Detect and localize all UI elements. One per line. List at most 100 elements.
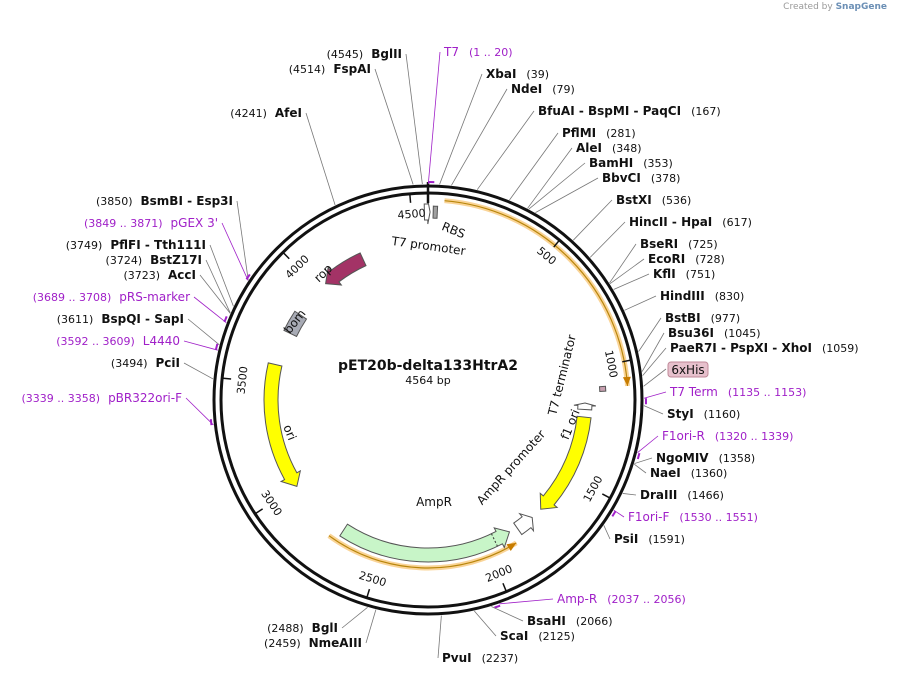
labels-layer: T7(1 .. 20) XbaI(39)NdeI(79) BfuAI - BspMI… [22, 45, 859, 665]
bom-box [283, 310, 308, 338]
his-tag-label: 6xHis [671, 363, 704, 377]
enzyme-label-bbvci[interactable]: BbvCI(378) [602, 171, 680, 185]
t7-terminator-arrow [573, 402, 597, 411]
his-tag-box [598, 385, 607, 393]
bgli-leader [341, 607, 368, 629]
enzyme-label-pvui[interactable]: PvuI(2237) [442, 651, 518, 665]
enzyme-label-bglii[interactable]: (4545)BglII [327, 47, 402, 61]
tick-mark-1500 [601, 493, 610, 499]
enzyme-label-bstxi[interactable]: BstXI(536) [616, 193, 691, 207]
bsu36i-leader [641, 332, 665, 372]
enzyme-label-hindiii[interactable]: HindIII(830) [660, 289, 744, 303]
psii-leader [603, 525, 611, 540]
nmeaiii-leader [365, 609, 377, 644]
snapgene-logo: SnapGene [835, 2, 887, 12]
enzyme-label-hincii-hpai[interactable]: HincII - HpaI(617) [629, 215, 752, 229]
tick-label-1000: 1000 [602, 349, 620, 379]
draiii-leader [622, 493, 637, 496]
afei-leader [305, 112, 336, 206]
ampr-orf-line [328, 535, 517, 569]
his-tag-badge[interactable]: 6xHis [667, 361, 709, 378]
enzyme-label-styi[interactable]: StyI(1160) [667, 407, 740, 421]
ampr-promoter-label: AmpR promoter [474, 427, 548, 507]
enzyme-label-bstbi[interactable]: BstBI(977) [665, 311, 740, 325]
hindiii-leader [624, 295, 657, 311]
enzyme-label-bseri[interactable]: BseRI(725) [640, 237, 718, 251]
enzyme-label-pflfi-tth111i[interactable]: (3749)PflFI - Tth111I [66, 238, 206, 252]
enzyme-label-ecori[interactable]: EcoRI(728) [648, 252, 725, 266]
enzyme-label-pcii[interactable]: (3494)PciI [111, 356, 180, 370]
orf-highlights [327, 198, 631, 571]
primer-label-amp-r[interactable]: Amp-R(2037 .. 2056) [557, 592, 686, 606]
enzyme-label-paer7i-pspxi-xhoi[interactable]: PaeR7I - PspXI - XhoI(1059) [670, 341, 859, 355]
tick-mark-500 [553, 240, 560, 248]
plasmid-length: 4564 bp [405, 374, 450, 387]
tick-mark-2000 [502, 582, 507, 591]
rop-arrow [325, 252, 367, 286]
primer-label-f1ori-r[interactable]: F1ori-R(1320 .. 1339) [662, 429, 793, 443]
hincii-hpai-leader [589, 221, 626, 258]
enzyme-label-bfuai-bspmi-paqci[interactable]: BfuAI - BspMI - PaqCI(167) [538, 104, 721, 118]
bsahi-leader [491, 606, 524, 622]
bstz17i-leader [205, 259, 231, 314]
enzyme-label-alei[interactable]: AleI(348) [576, 141, 642, 155]
enzyme-label-fspai[interactable]: (4514)FspAI [289, 62, 371, 76]
primer-label-t7-term[interactable]: T7 Term(1135 .. 1153) [669, 385, 806, 399]
tick-label-3500: 3500 [235, 366, 251, 395]
tick-mark-4000 [283, 252, 290, 260]
his-tag-leader [643, 368, 667, 387]
enzyme-label-draiii[interactable]: DraIII(1466) [640, 488, 724, 502]
tick-label-2000: 2000 [484, 562, 515, 585]
primer-label-pgex-3[interactable]: (3849 .. 3871)pGEX 3' [84, 216, 218, 230]
alei-leader [527, 147, 573, 209]
enzyme-label-bsmbi-esp3i[interactable]: (3850)BsmBI - Esp3I [96, 194, 233, 208]
rbs-label: RBS [440, 219, 467, 241]
pgex-3-primer-mark [245, 273, 251, 280]
bfuai-bspmi-paqci-leader [476, 110, 535, 190]
enzyme-label-afei[interactable]: (4241)AfeI [230, 106, 302, 120]
enzyme-label-kfli[interactable]: KflI(751) [653, 267, 715, 281]
t7-term-leader [643, 391, 667, 399]
ecori-leader [609, 258, 645, 285]
tick-label-3000: 3000 [258, 488, 284, 519]
pbr322ori-f-primer-mark [209, 419, 213, 426]
kfli-leader [613, 273, 650, 290]
l4440-leader [183, 340, 218, 351]
insert-orf-arrowhead [622, 376, 631, 386]
primer-label-pbr322ori-f[interactable]: (3339 .. 3358)pBR322ori-F [22, 391, 183, 405]
enzyme-label-acci[interactable]: (3723)AccI [123, 268, 196, 282]
f1ori-r-leader [637, 435, 659, 454]
enzyme-label-ndei[interactable]: NdeI(79) [511, 82, 575, 96]
fspai-leader [374, 68, 414, 185]
ori-arrow [263, 362, 302, 487]
pvui-leader [437, 615, 442, 659]
rbs-box [432, 205, 439, 219]
tick-label-2500: 2500 [357, 569, 388, 590]
enzyme-label-nmeaiii[interactable]: (2459)NmeAIII [264, 636, 362, 650]
enzyme-label-bsu36i[interactable]: Bsu36I(1045) [668, 326, 761, 340]
enzyme-label-bgli[interactable]: (2488)BglI [267, 621, 338, 635]
bamhi-leader [528, 162, 586, 210]
bspqi-sapi-leader [187, 318, 220, 346]
bsmbi-esp3i-leader [236, 200, 249, 281]
enzyme-label-pflmi[interactable]: PflMI(281) [562, 126, 636, 140]
pgex-3-leader [221, 222, 249, 281]
ampr-label: AmpR [416, 495, 452, 509]
enzyme-label-ngomiv[interactable]: NgoMIV(1358) [656, 451, 755, 465]
primer-label-f1ori-f[interactable]: F1ori-F(1530 .. 1551) [628, 510, 758, 524]
bstbi-leader [638, 317, 662, 352]
enzyme-label-naei[interactable]: NaeI(1360) [650, 466, 727, 480]
enzyme-label-psii[interactable]: PsiI(1591) [614, 532, 685, 546]
primer-label-t7[interactable]: T7(1 .. 20) [443, 45, 513, 59]
enzyme-label-scai[interactable]: ScaI(2125) [500, 629, 575, 643]
enzyme-label-bamhi[interactable]: BamHI(353) [589, 156, 673, 170]
scai-leader [474, 610, 497, 637]
primer-label-prs-marker[interactable]: (3689 .. 3708)pRS-marker [33, 290, 190, 304]
pflfi-tth111i-leader [209, 244, 234, 307]
primer-label-l4440[interactable]: (3592 .. 3609)L4440 [56, 334, 180, 348]
enzyme-label-bspqi-sapi[interactable]: (3611)BspQI - SapI [57, 312, 184, 326]
tick-label-1500: 1500 [581, 474, 606, 505]
enzyme-label-bstz17i[interactable]: (3724)BstZ17I [106, 253, 202, 267]
enzyme-label-bsahi[interactable]: BsaHI(2066) [527, 614, 612, 628]
enzyme-label-xbai[interactable]: XbaI(39) [486, 67, 549, 81]
